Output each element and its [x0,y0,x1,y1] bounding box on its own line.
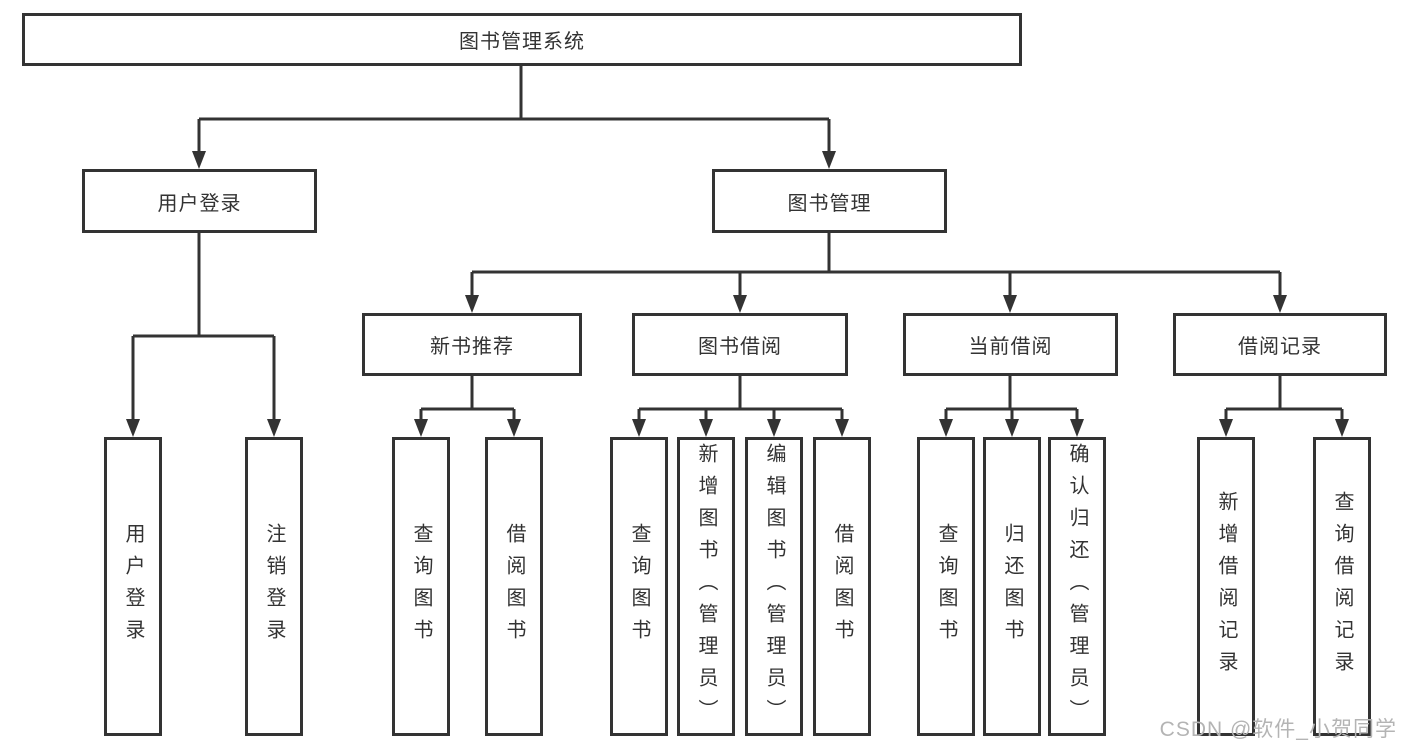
leaf-confirm-return-admin: 确认归还（管理员） [1048,437,1106,736]
leaf-edit-book-admin-label: 编辑图书（管理员） [763,442,785,731]
leaf-query-books-3: 查询图书 [917,437,975,736]
node-new-book-recommend-label: 新书推荐 [430,336,514,358]
node-book-management: 图书管理 [712,169,947,233]
leaf-borrow-books-1-label: 借阅图书 [503,522,525,651]
connector-login-to-leaves [126,233,281,437]
node-new-book-recommend: 新书推荐 [362,313,582,376]
leaf-return-books: 归还图书 [983,437,1041,736]
leaf-query-books-2-label: 查询图书 [628,522,650,651]
connector-root-to-level2 [192,66,836,169]
connector-mgmt-to-level3 [465,233,1287,313]
leaf-user-login-label: 用户登录 [122,522,144,651]
node-user-login-label: 用户登录 [157,192,242,215]
leaf-user-login: 用户登录 [104,437,162,736]
node-current-borrowing-label: 当前借阅 [968,336,1053,358]
node-borrow-records: 借阅记录 [1173,313,1387,376]
leaf-query-books-1-label: 查询图书 [410,522,432,651]
leaf-add-book-admin-label: 新增图书（管理员） [695,442,717,731]
leaf-add-borrow-record-label: 新增借阅记录 [1215,490,1237,683]
connector-current-to-leaves [939,376,1084,437]
leaf-logout-label: 注销登录 [263,522,285,651]
leaf-borrow-books-2-label: 借阅图书 [831,522,853,651]
leaf-borrow-books-2: 借阅图书 [813,437,871,736]
leaf-add-book-admin: 新增图书（管理员） [677,437,735,736]
leaf-confirm-return-admin-label: 确认归还（管理员） [1066,442,1088,731]
node-library-system: 图书管理系统 [22,13,1022,66]
connector-borrow-to-leaves [632,376,849,437]
csdn-watermark: CSDN @软件_小贺同学 [1159,718,1397,741]
node-current-borrowing: 当前借阅 [903,313,1118,376]
leaf-query-borrow-record: 查询借阅记录 [1313,437,1371,736]
leaf-query-books-3-label: 查询图书 [935,522,957,651]
leaf-logout: 注销登录 [245,437,303,736]
leaf-return-books-label: 归还图书 [1001,522,1023,651]
connector-records-to-leaves [1219,376,1349,437]
leaf-add-borrow-record: 新增借阅记录 [1197,437,1255,736]
node-user-login: 用户登录 [82,169,317,233]
leaf-borrow-books-1: 借阅图书 [485,437,543,736]
node-book-management-label: 图书管理 [787,192,872,215]
node-library-system-label: 图书管理系统 [459,31,585,53]
leaf-query-borrow-record-label: 查询借阅记录 [1331,490,1353,683]
leaf-edit-book-admin: 编辑图书（管理员） [745,437,803,736]
leaf-query-books-2: 查询图书 [610,437,668,736]
leaf-query-books-1: 查询图书 [392,437,450,736]
node-book-borrowing: 图书借阅 [632,313,848,376]
connector-newrec-to-leaves [414,376,521,437]
node-book-borrowing-label: 图书借阅 [698,336,782,358]
node-borrow-records-label: 借阅记录 [1238,336,1322,358]
